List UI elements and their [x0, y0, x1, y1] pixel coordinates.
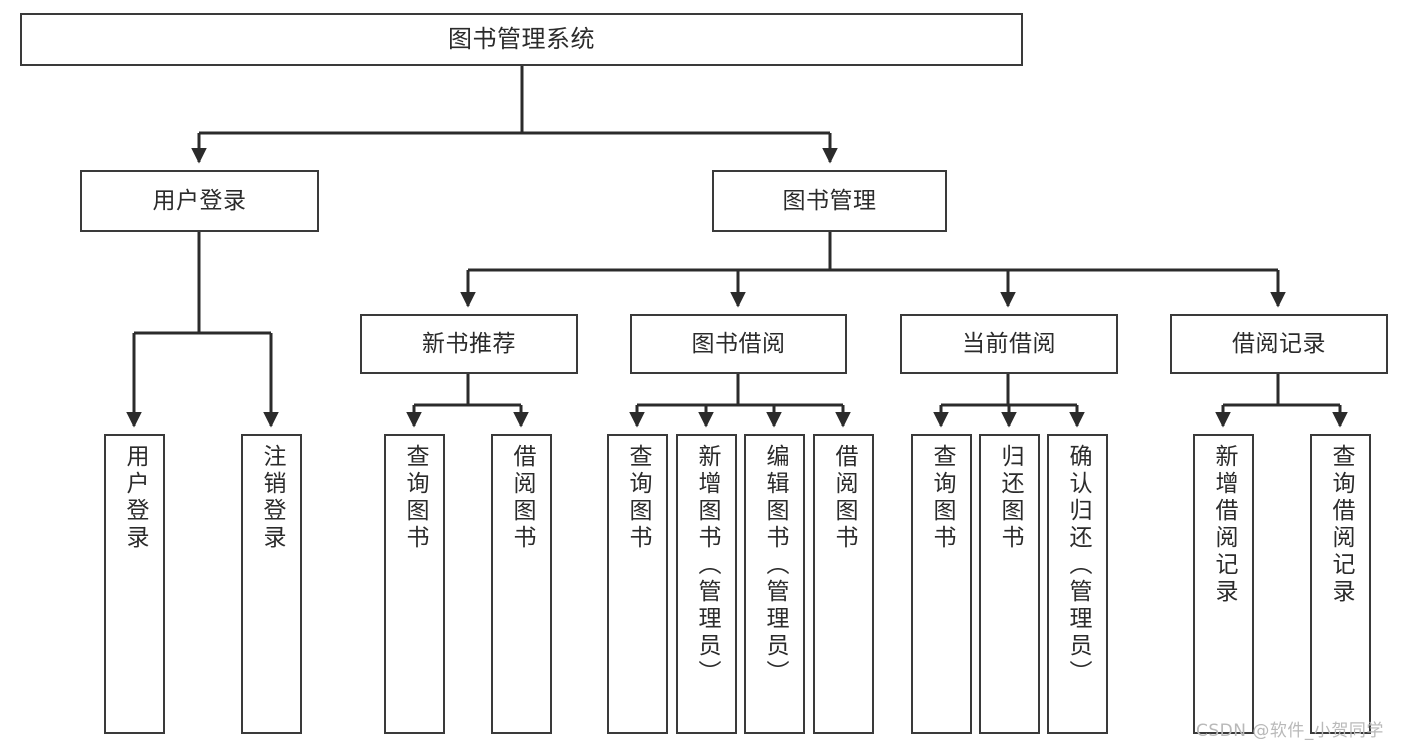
node-book-manage[interactable]: 图书管理	[712, 170, 947, 232]
node-leaf-confirm-return-label: 确认归还（管理员）	[1065, 444, 1091, 687]
node-leaf-user-login-label: 用户登录	[122, 444, 148, 552]
node-leaf-query-book-2-label: 查询图书	[625, 444, 651, 552]
node-root-system-label: 图书管理系统	[448, 24, 595, 53]
node-book-borrow-label: 图书借阅	[691, 330, 786, 357]
node-leaf-edit-book[interactable]: 编辑图书（管理员）	[744, 434, 805, 734]
node-leaf-logout-label: 注销登录	[259, 444, 285, 552]
node-leaf-query-book-1[interactable]: 查询图书	[384, 434, 445, 734]
node-leaf-return-book[interactable]: 归还图书	[979, 434, 1040, 734]
node-leaf-query-record-label: 查询借阅记录	[1328, 444, 1354, 606]
node-current-borrow-label: 当前借阅	[962, 330, 1056, 357]
node-leaf-borrow-book-1-label: 借阅图书	[509, 444, 535, 552]
node-user-login-label: 用户登录	[152, 187, 247, 214]
node-root-system[interactable]: 图书管理系统	[20, 13, 1023, 66]
node-borrow-record-label: 借阅记录	[1232, 330, 1326, 357]
node-leaf-add-book[interactable]: 新增图书（管理员）	[676, 434, 737, 734]
node-leaf-user-login[interactable]: 用户登录	[104, 434, 165, 734]
node-leaf-return-book-label: 归还图书	[997, 444, 1023, 552]
node-leaf-query-record[interactable]: 查询借阅记录	[1310, 434, 1371, 734]
node-leaf-query-book-2[interactable]: 查询图书	[607, 434, 668, 734]
node-new-book-recommend[interactable]: 新书推荐	[360, 314, 578, 374]
node-leaf-add-record-label: 新增借阅记录	[1211, 444, 1237, 606]
node-leaf-query-book-1-label: 查询图书	[402, 444, 428, 552]
node-leaf-borrow-book-2-label: 借阅图书	[831, 444, 857, 552]
node-current-borrow[interactable]: 当前借阅	[900, 314, 1118, 374]
node-leaf-edit-book-label: 编辑图书（管理员）	[762, 444, 788, 687]
node-leaf-add-book-label: 新增图书（管理员）	[694, 444, 720, 687]
node-leaf-confirm-return[interactable]: 确认归还（管理员）	[1047, 434, 1108, 734]
node-book-borrow[interactable]: 图书借阅	[630, 314, 847, 374]
node-leaf-borrow-book-2[interactable]: 借阅图书	[813, 434, 874, 734]
node-leaf-query-book-3[interactable]: 查询图书	[911, 434, 972, 734]
csdn-watermark: CSDN @软件_小贺同学	[1196, 721, 1384, 741]
node-book-manage-label: 图书管理	[782, 187, 877, 214]
node-leaf-logout[interactable]: 注销登录	[241, 434, 302, 734]
node-leaf-query-book-3-label: 查询图书	[929, 444, 955, 552]
node-user-login[interactable]: 用户登录	[80, 170, 319, 232]
node-new-book-recommend-label: 新书推荐	[422, 330, 516, 357]
node-leaf-borrow-book-1[interactable]: 借阅图书	[491, 434, 552, 734]
node-borrow-record[interactable]: 借阅记录	[1170, 314, 1388, 374]
node-leaf-add-record[interactable]: 新增借阅记录	[1193, 434, 1254, 734]
